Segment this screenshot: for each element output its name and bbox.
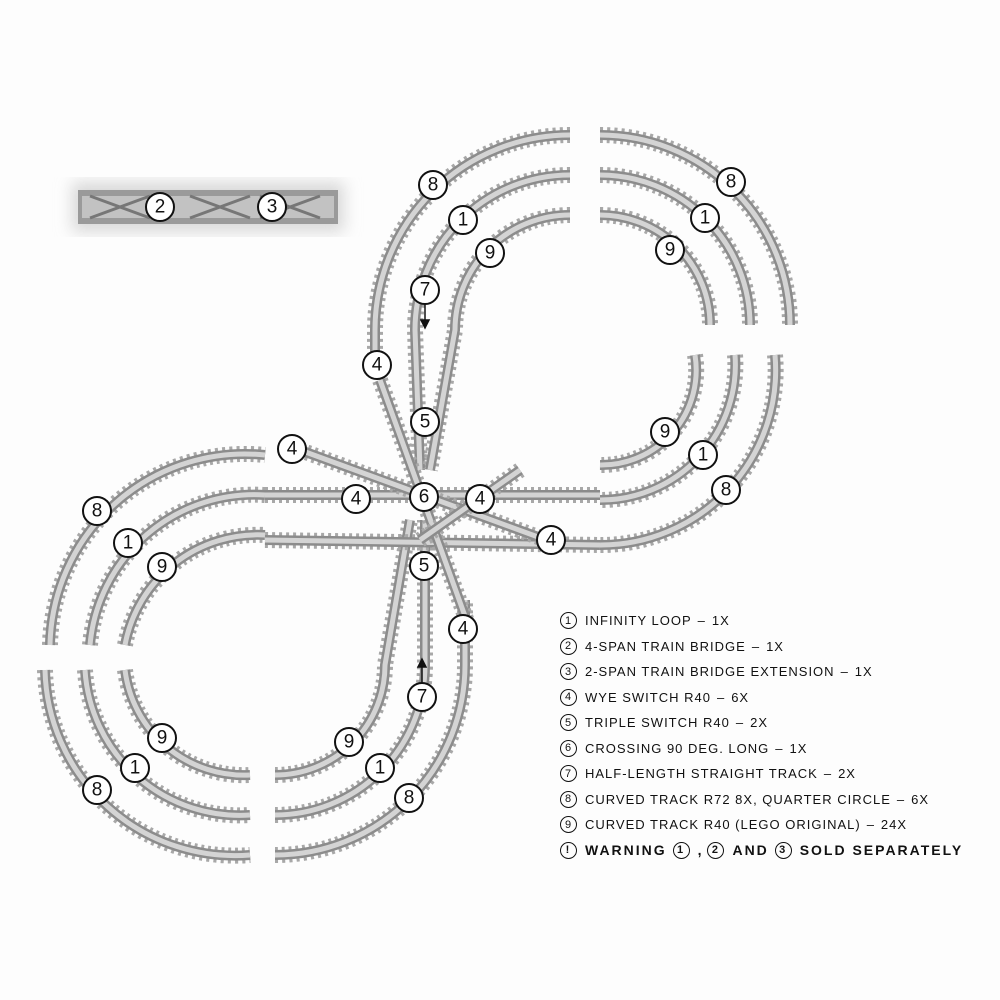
svg-text:7: 7 xyxy=(417,687,428,708)
legend-item: 32-Span Train Bridge Extension–1x xyxy=(560,659,980,685)
legend-item: 6Crossing 90 deg. long–1x xyxy=(560,736,980,762)
marker: 8 xyxy=(711,475,741,505)
marker: 1 xyxy=(120,753,150,783)
marker: 8 xyxy=(82,775,112,805)
track-segment xyxy=(42,669,251,859)
legend-item: 24-Span Train Bridge–1x xyxy=(560,634,980,660)
markers: 8 1 9 8 1 9 7 4 5 9 1 8 4 4 6 4 4 8 1 9 … xyxy=(82,167,746,813)
marker: 2 xyxy=(145,192,175,222)
track-segment xyxy=(47,451,266,646)
marker: 5 xyxy=(409,551,439,581)
svg-text:9: 9 xyxy=(344,732,355,753)
marker: 4 xyxy=(277,434,307,464)
track-segment xyxy=(122,532,266,646)
marker: 4 xyxy=(362,350,392,380)
marker: 9 xyxy=(334,727,364,757)
legend: 1Infinity Loop–1x 24-Span Train Bridge–1… xyxy=(560,608,980,863)
svg-text:4: 4 xyxy=(372,355,383,376)
marker: 8 xyxy=(418,170,448,200)
svg-text:4: 4 xyxy=(458,619,469,640)
svg-text:5: 5 xyxy=(419,556,430,577)
marker: 7 xyxy=(410,275,440,305)
svg-text:9: 9 xyxy=(660,422,671,443)
legend-item: 7Half-Length Straight Track–2x xyxy=(560,761,980,787)
legend-item: 9Curved Track R40 (LEGO Original)–24x xyxy=(560,812,980,838)
legend-item: 8Curved Track R72 8x, Quarter Circle–6x xyxy=(560,787,980,813)
svg-text:4: 4 xyxy=(546,530,557,551)
track-segment xyxy=(599,212,713,326)
marker: 1 xyxy=(448,205,478,235)
legend-item: 1Infinity Loop–1x xyxy=(560,608,980,634)
marker: 9 xyxy=(475,238,505,268)
svg-text:8: 8 xyxy=(726,172,737,193)
marker: 6 xyxy=(409,482,439,512)
marker: 1 xyxy=(688,440,718,470)
svg-text:5: 5 xyxy=(420,412,431,433)
marker: 1 xyxy=(113,528,143,558)
track-segment xyxy=(599,130,795,326)
svg-text:9: 9 xyxy=(665,240,676,261)
marker: 8 xyxy=(394,783,424,813)
svg-text:8: 8 xyxy=(428,175,439,196)
marker: 1 xyxy=(365,753,395,783)
warning-icon: ! xyxy=(560,841,577,859)
marker: 3 xyxy=(257,192,287,222)
svg-text:1: 1 xyxy=(375,758,386,779)
svg-text:1: 1 xyxy=(123,533,134,554)
svg-text:9: 9 xyxy=(485,243,496,264)
marker: 9 xyxy=(147,552,177,582)
warning-note: !Warning 1,2and 3sold separately xyxy=(560,838,980,864)
svg-text:8: 8 xyxy=(92,501,103,522)
svg-text:1: 1 xyxy=(458,210,469,231)
marker: 4 xyxy=(536,525,566,555)
svg-text:8: 8 xyxy=(92,780,103,801)
track-segment xyxy=(367,127,571,360)
svg-text:1: 1 xyxy=(698,445,709,466)
track-segment xyxy=(45,448,266,646)
svg-text:1: 1 xyxy=(700,208,711,229)
marker: 4 xyxy=(448,614,478,644)
marker: 4 xyxy=(465,484,495,514)
svg-text:8: 8 xyxy=(721,480,732,501)
marker: 4 xyxy=(341,484,371,514)
marker: 9 xyxy=(147,723,177,753)
marker: 8 xyxy=(82,496,112,526)
marker: 5 xyxy=(410,407,440,437)
track-segment xyxy=(87,492,266,646)
marker: 1 xyxy=(690,203,720,233)
svg-text:1: 1 xyxy=(130,758,141,779)
svg-text:4: 4 xyxy=(351,489,362,510)
train-bridge xyxy=(72,182,344,232)
svg-text:2: 2 xyxy=(155,197,166,218)
arrows xyxy=(416,304,431,683)
svg-text:6: 6 xyxy=(419,487,430,508)
svg-text:7: 7 xyxy=(420,280,431,301)
legend-item: 5Triple Switch R40–2x xyxy=(560,710,980,736)
svg-text:9: 9 xyxy=(157,728,168,749)
marker: 9 xyxy=(655,235,685,265)
svg-text:4: 4 xyxy=(475,489,486,510)
svg-text:8: 8 xyxy=(404,788,415,809)
marker: 7 xyxy=(407,682,437,712)
legend-item: 4Wye Switch R40–6x xyxy=(560,685,980,711)
svg-text:9: 9 xyxy=(157,557,168,578)
svg-text:3: 3 xyxy=(267,197,278,218)
marker: 8 xyxy=(716,167,746,197)
marker: 9 xyxy=(650,417,680,447)
svg-text:4: 4 xyxy=(287,439,298,460)
